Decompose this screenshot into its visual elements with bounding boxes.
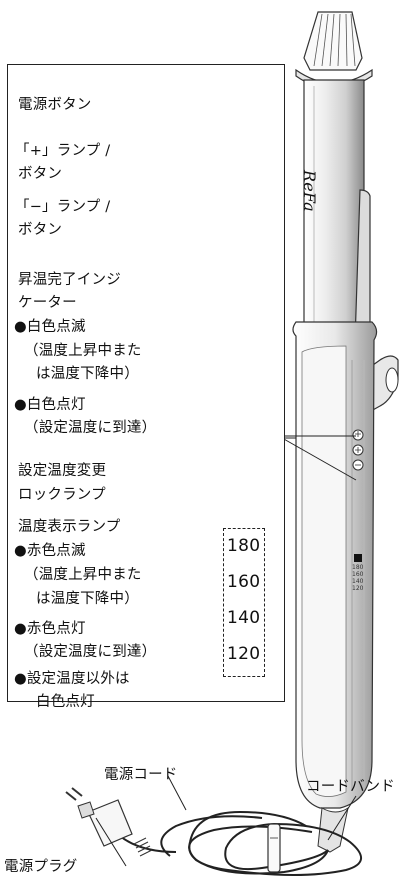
label-lock-line1: 設定温度変更 [18,463,107,479]
label-temp-display: 温度表示ランプ [18,519,121,535]
handle-temp-160: 160 [352,571,364,578]
label-power-button: 電源ボタン [18,97,92,113]
barrel-tip-cap [295,11,373,90]
label-minus-line2: ボタン [18,222,63,238]
label-lock-line2: ロックランプ [18,487,106,503]
temp-160: 160 [227,572,261,592]
label-indicator-line2: ケーター [18,295,77,311]
power-cord-coil [119,810,362,876]
temp-bullet-other-line2: 白色点灯 [36,694,95,710]
handle-temp-140: 140 [352,578,364,585]
label-plus-line1: 「+」ランプ / [15,143,111,159]
label-plus-line2: ボタン [18,166,63,182]
indicator-bullet-on-sub: （設定温度に到達） [24,420,157,436]
handle-temp-120: 120 [352,585,364,592]
handle-temperature-scale: 180 160 140 120 [352,564,363,592]
temp-bullet-blink: ●赤色点滅 [14,543,86,559]
brand-logo: ReFa [300,170,319,212]
label-indicator-line1: 昇温完了インジ [18,272,121,288]
temp-bullet-on-sub: （設定温度に到達） [24,644,157,660]
temp-bullet-on: ●赤色点灯 [14,621,86,637]
temp-bullet-other: ●設定温度以外は [14,671,130,687]
cord-boot [317,806,349,853]
label-minus-line1: 「−」ランプ / [15,199,111,215]
indicator-bullet-blink: ●白色点滅 [14,319,86,335]
power-plug [65,787,153,857]
temp-120: 120 [227,644,261,664]
indicator-bullet-blink-sub2: は温度下降中） [36,366,139,382]
handle-temp-180: 180 [352,564,364,571]
temp-180: 180 [227,536,261,556]
cord-band [267,823,281,873]
indicator-bullet-blink-sub1: （温度上昇中また [24,343,142,359]
label-power-plug: 電源プラグ [4,859,78,875]
handle [292,321,378,809]
label-panel [7,64,285,702]
temp-bullet-blink-sub1: （温度上昇中また [24,567,142,583]
temp-bullet-blink-sub2: は温度下降中） [36,591,139,607]
indicator-bullet-on: ●白色点灯 [14,397,86,413]
temp-140: 140 [227,608,261,628]
label-cord-band: コードバンド [306,779,395,795]
temperature-display-box [223,528,265,677]
label-power-cord: 電源コード [104,767,178,783]
